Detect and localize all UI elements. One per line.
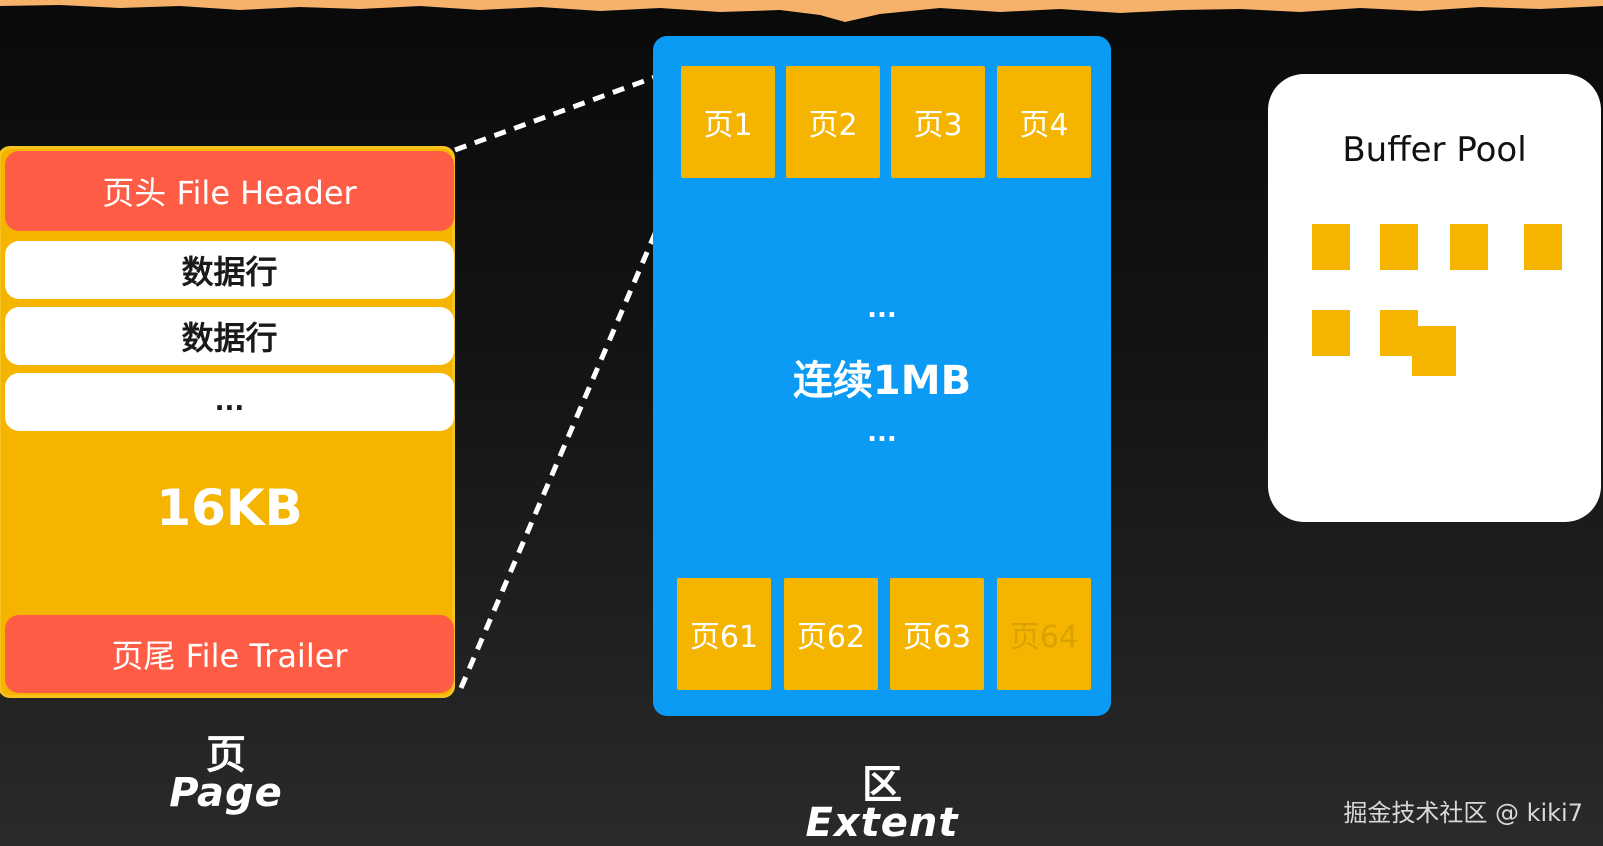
buffer-pool-title: Buffer Pool [1342, 130, 1527, 170]
extent-page-1: 页1 [681, 66, 775, 178]
extent-diagram: 页1 页2 页3 页4 ... 连续1MB ... 页61 页62 页63 页6… [653, 36, 1111, 716]
extent-page-61: 页61 [677, 578, 771, 690]
extent-page-label: 页1 [703, 108, 753, 143]
extent-page-label: 页63 [902, 620, 972, 655]
data-row-2: 数据行 [5, 307, 454, 365]
buffer-page [1450, 224, 1488, 270]
file-trailer-row: 页尾 File Trailer [5, 615, 454, 693]
data-row-1: 数据行 [5, 241, 454, 299]
watermark: 掘金技术社区 @ kiki7 [1343, 799, 1583, 827]
buffer-page [1380, 310, 1418, 356]
extent-page-63: 页63 [890, 578, 984, 690]
extent-page-label: 页61 [689, 620, 759, 655]
buffer-page [1524, 224, 1562, 270]
extent-contiguous-label: 连续1MB [792, 358, 972, 404]
page-caption-cn: 页 [206, 732, 246, 778]
data-row-ellipsis: ... [5, 373, 454, 431]
extent-page-label: 页62 [796, 620, 866, 655]
extent-caption-cn: 区 [862, 762, 902, 808]
extent-ellipsis-top: ... [867, 294, 897, 324]
buffer-page [1312, 224, 1350, 270]
file-header-row: 页头 File Header [5, 151, 454, 231]
extent-page-label: 页2 [808, 108, 858, 143]
extent-ellipsis-bottom: ... [867, 418, 897, 448]
extent-page-2: 页2 [786, 66, 880, 178]
buffer-page [1312, 310, 1350, 356]
extent-caption-en: Extent [805, 800, 959, 846]
page-diagram: 页头 File Header 数据行 数据行 ... 16KB 页尾 File … [0, 146, 455, 698]
extent-page-62: 页62 [784, 578, 878, 690]
page-size-label: 16KB [156, 479, 303, 537]
extent-page-3: 页3 [891, 66, 985, 178]
extent-page-label: 页3 [913, 108, 963, 143]
buffer-pool-panel: Buffer Pool [1268, 74, 1601, 522]
buffer-page [1412, 326, 1456, 376]
extent-page-4: 页4 [997, 66, 1091, 178]
buffer-page [1380, 224, 1418, 270]
extent-page-label: 页4 [1019, 108, 1069, 143]
torn-paper-edge [0, 0, 1603, 22]
extent-page-64: 页64 [997, 578, 1091, 690]
page-caption-en: Page [169, 770, 283, 816]
extent-page-label: 页64 [1009, 620, 1079, 655]
